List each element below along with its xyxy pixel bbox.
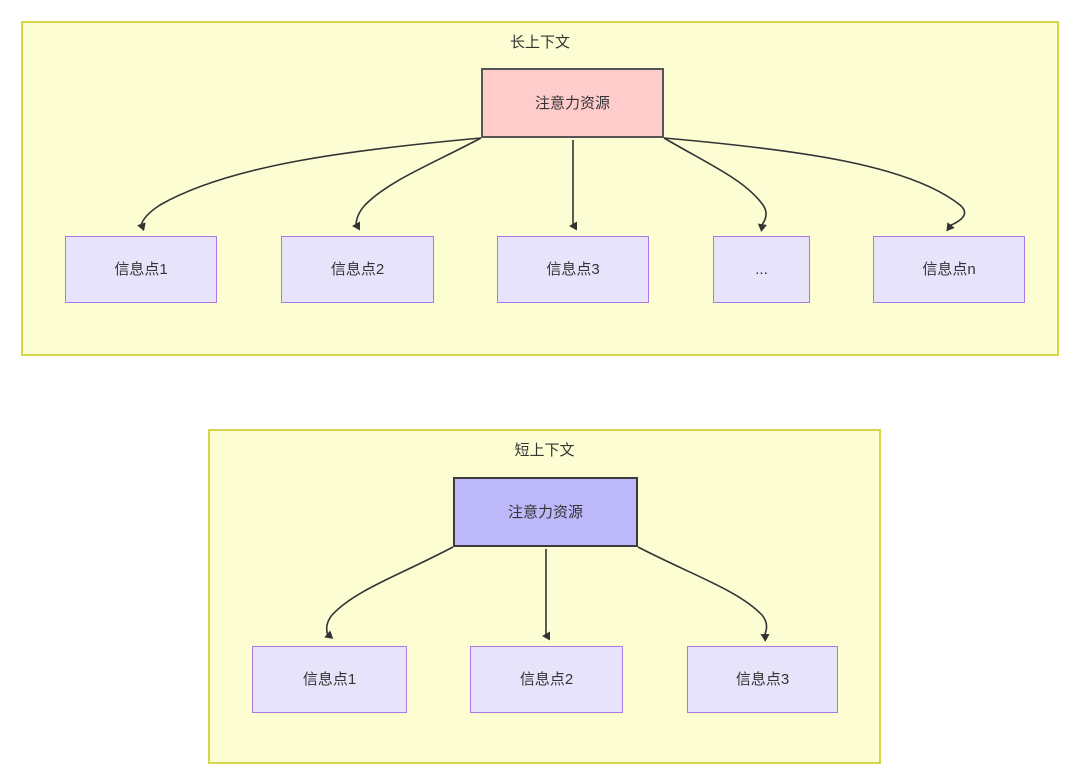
- node-info-point-ellipsis-long[interactable]: ...: [713, 236, 810, 303]
- node-info-point-2-long[interactable]: 信息点2: [281, 236, 434, 303]
- panel-long-context-title: 长上下文: [509, 34, 570, 51]
- node-label: 注意力资源: [534, 94, 610, 112]
- node-label: ...: [755, 261, 768, 278]
- panel-short-context-title: 短上下文: [514, 442, 575, 459]
- node-label: 信息点2: [330, 261, 385, 278]
- node-info-point-1-short[interactable]: 信息点1: [252, 646, 407, 713]
- node-label: 信息点3: [546, 261, 600, 278]
- node-label: 注意力资源: [507, 503, 583, 521]
- node-info-point-2-short[interactable]: 信息点2: [470, 646, 623, 713]
- node-label: 信息点1: [302, 671, 357, 688]
- node-info-point-3-short[interactable]: 信息点3: [687, 646, 838, 713]
- node-info-point-3-long[interactable]: 信息点3: [497, 236, 649, 303]
- node-attention-resource-long[interactable]: 注意力资源: [481, 68, 664, 138]
- node-label: 信息点1: [114, 261, 168, 278]
- node-info-point-n-long[interactable]: 信息点n: [873, 236, 1025, 303]
- node-label: 信息点n: [922, 261, 976, 278]
- node-info-point-1-long[interactable]: 信息点1: [65, 236, 217, 303]
- node-label: 信息点3: [735, 671, 790, 688]
- node-attention-resource-short[interactable]: 注意力资源: [453, 477, 638, 547]
- node-label: 信息点2: [519, 671, 574, 688]
